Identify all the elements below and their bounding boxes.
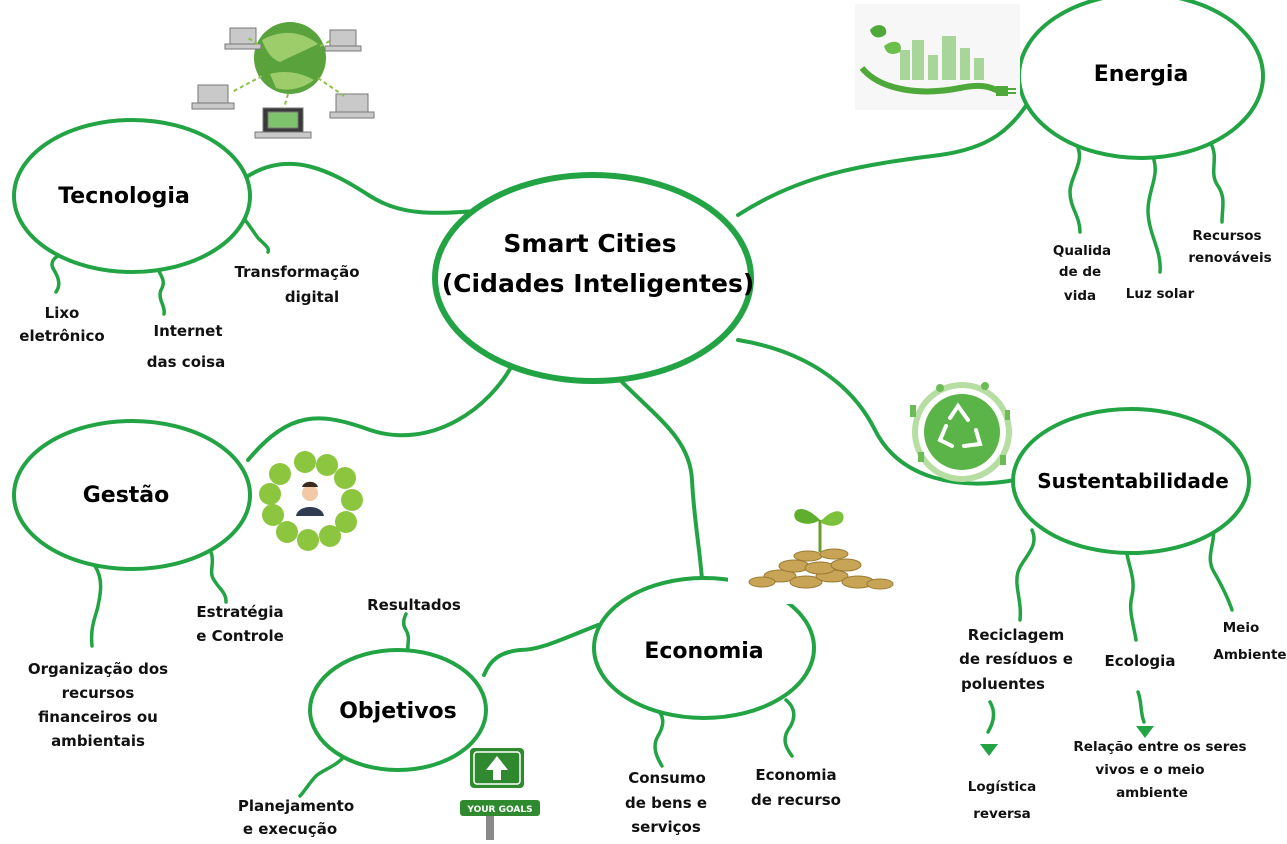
leaf-reciclagem-2: de resíduos e bbox=[959, 650, 1073, 668]
globe-network-icon bbox=[191, 22, 375, 139]
objetivos-label: Objetivos bbox=[339, 699, 457, 724]
leaves-gestao: Organização dos recursos financeiros ou … bbox=[28, 603, 284, 750]
leaf-consumo-3: serviços bbox=[631, 818, 701, 836]
leaf-resultados: Resultados bbox=[367, 596, 461, 614]
leaf-qualidade-2: de de bbox=[1059, 264, 1101, 280]
leaf-meio-1: Meio bbox=[1223, 620, 1260, 636]
leaf-connectors bbox=[50, 140, 1234, 798]
leaf-estrategia-2: e Controle bbox=[196, 627, 284, 645]
sustentabilidade-label: Sustentabilidade bbox=[1037, 469, 1229, 493]
goals-sign-icon: YOUR GOALS bbox=[460, 748, 540, 840]
leaf-transformacao-1: Transformação bbox=[234, 263, 359, 281]
node-tecnologia: Tecnologia bbox=[12, 118, 252, 274]
connector-sustentabilidade bbox=[736, 338, 1017, 486]
central-ellipse bbox=[432, 172, 754, 384]
coins-plant-icon bbox=[728, 488, 904, 604]
leaf-relacao-2: vivos e o meio bbox=[1095, 762, 1204, 778]
leaf-relacao-1: Relação entre os seres bbox=[1073, 739, 1246, 755]
leaf-consumo-1: Consumo bbox=[628, 769, 706, 787]
squiggle-meio bbox=[1208, 522, 1234, 612]
leaf-relacao-3: ambiente bbox=[1116, 785, 1188, 801]
leaf-logistica-2: reversa bbox=[973, 806, 1031, 822]
connector-economia bbox=[618, 378, 704, 582]
central-line2: (Cidades Inteligentes) bbox=[442, 269, 755, 298]
leaf-consumo-2: de bens e bbox=[625, 794, 707, 812]
chevron-down-icon bbox=[1136, 726, 1154, 738]
leaf-organizacao-2: recursos bbox=[62, 684, 135, 702]
leaf-reciclagem-1: Reciclagem bbox=[968, 626, 1064, 644]
connector-gestao bbox=[246, 358, 517, 462]
green-city-energy-icon bbox=[855, 4, 1020, 110]
leaves-economia: Consumo de bens e serviços Economia de r… bbox=[625, 766, 841, 836]
leaf-luz: Luz solar bbox=[1126, 286, 1195, 302]
leaf-internet-1: Internet bbox=[153, 322, 222, 340]
management-circle-icon bbox=[259, 451, 363, 551]
squiggle-planejamento bbox=[298, 752, 348, 798]
leaf-recursos-1: Recursos bbox=[1192, 228, 1261, 244]
connectors bbox=[246, 98, 1032, 677]
leaf-ecologia: Ecologia bbox=[1105, 652, 1176, 670]
energia-label: Energia bbox=[1094, 62, 1189, 87]
leaf-organizacao-3: financeiros ou bbox=[38, 708, 158, 726]
leaves-objetivos: Resultados Planejamento e execução bbox=[238, 596, 461, 838]
leaves-energia: Qualida de de vida Luz solar Recursos re… bbox=[1053, 228, 1272, 304]
node-sustentabilidade: Sustentabilidade bbox=[1011, 407, 1251, 555]
goals-sign-label: YOUR GOALS bbox=[466, 805, 532, 815]
leaf-lixo-2: eletrônico bbox=[19, 327, 104, 345]
connector-objetivos bbox=[482, 623, 600, 677]
connector-tecnologia bbox=[246, 161, 490, 215]
leaf-reciclagem-3: poluentes bbox=[961, 675, 1045, 693]
leaf-planejamento-2: e execução bbox=[243, 820, 337, 838]
squiggle-organizacao bbox=[89, 564, 103, 648]
squiggle-logistica bbox=[986, 700, 996, 734]
recycle-planet-icon bbox=[910, 382, 1012, 482]
leaf-meio-2: Ambiente bbox=[1213, 647, 1286, 663]
leaf-recurso-2: de recurso bbox=[751, 791, 841, 809]
leaf-estrategia-1: Estratégia bbox=[196, 603, 283, 621]
squiggle-relacao bbox=[1136, 690, 1146, 724]
leaf-recurso-1: Economia bbox=[755, 766, 836, 784]
leaves-tecnologia: Lixo eletrônico Internet das coisa Trans… bbox=[19, 263, 359, 371]
squiggle-recurso bbox=[783, 698, 796, 758]
leaf-internet-2: das coisa bbox=[147, 353, 225, 371]
node-gestao: Gestão bbox=[12, 419, 252, 571]
gestao-label: Gestão bbox=[83, 483, 170, 508]
squiggle-luz bbox=[1146, 155, 1162, 274]
squiggle-estrategia bbox=[208, 548, 228, 604]
leaves-sustentabilidade: Reciclagem de resíduos e poluentes Ecolo… bbox=[959, 620, 1287, 822]
leaf-logistica-1: Logística bbox=[968, 779, 1036, 795]
leaf-organizacao-4: ambientais bbox=[51, 732, 145, 750]
chevron-down-icon bbox=[980, 744, 998, 756]
central-node: Smart Cities (Cidades Inteligentes) bbox=[432, 172, 755, 384]
squiggle-ecologia bbox=[1124, 546, 1138, 642]
leaf-qualidade-1: Qualida bbox=[1053, 243, 1111, 259]
squiggle-consumo bbox=[652, 704, 665, 768]
leaf-lixo-1: Lixo bbox=[45, 304, 80, 322]
node-economia: Economia bbox=[592, 576, 816, 720]
node-energia: Energia bbox=[1017, 0, 1265, 160]
connector-energia bbox=[736, 98, 1032, 217]
leaf-organizacao-1: Organização dos bbox=[28, 660, 168, 678]
squiggle-reciclagem bbox=[1015, 528, 1036, 622]
economia-label: Economia bbox=[644, 639, 763, 664]
leaf-qualidade-3: vida bbox=[1064, 288, 1096, 304]
leaf-planejamento-1: Planejamento bbox=[238, 797, 354, 815]
squiggle-recursos bbox=[1208, 140, 1225, 224]
leaf-recursos-2: renováveis bbox=[1188, 250, 1271, 266]
central-line1: Smart Cities bbox=[503, 229, 676, 258]
squiggle-qualidade bbox=[1068, 146, 1082, 234]
tecnologia-label: Tecnologia bbox=[58, 184, 190, 209]
node-objetivos: Objetivos bbox=[308, 648, 488, 772]
leaf-transformacao-2: digital bbox=[285, 288, 339, 306]
